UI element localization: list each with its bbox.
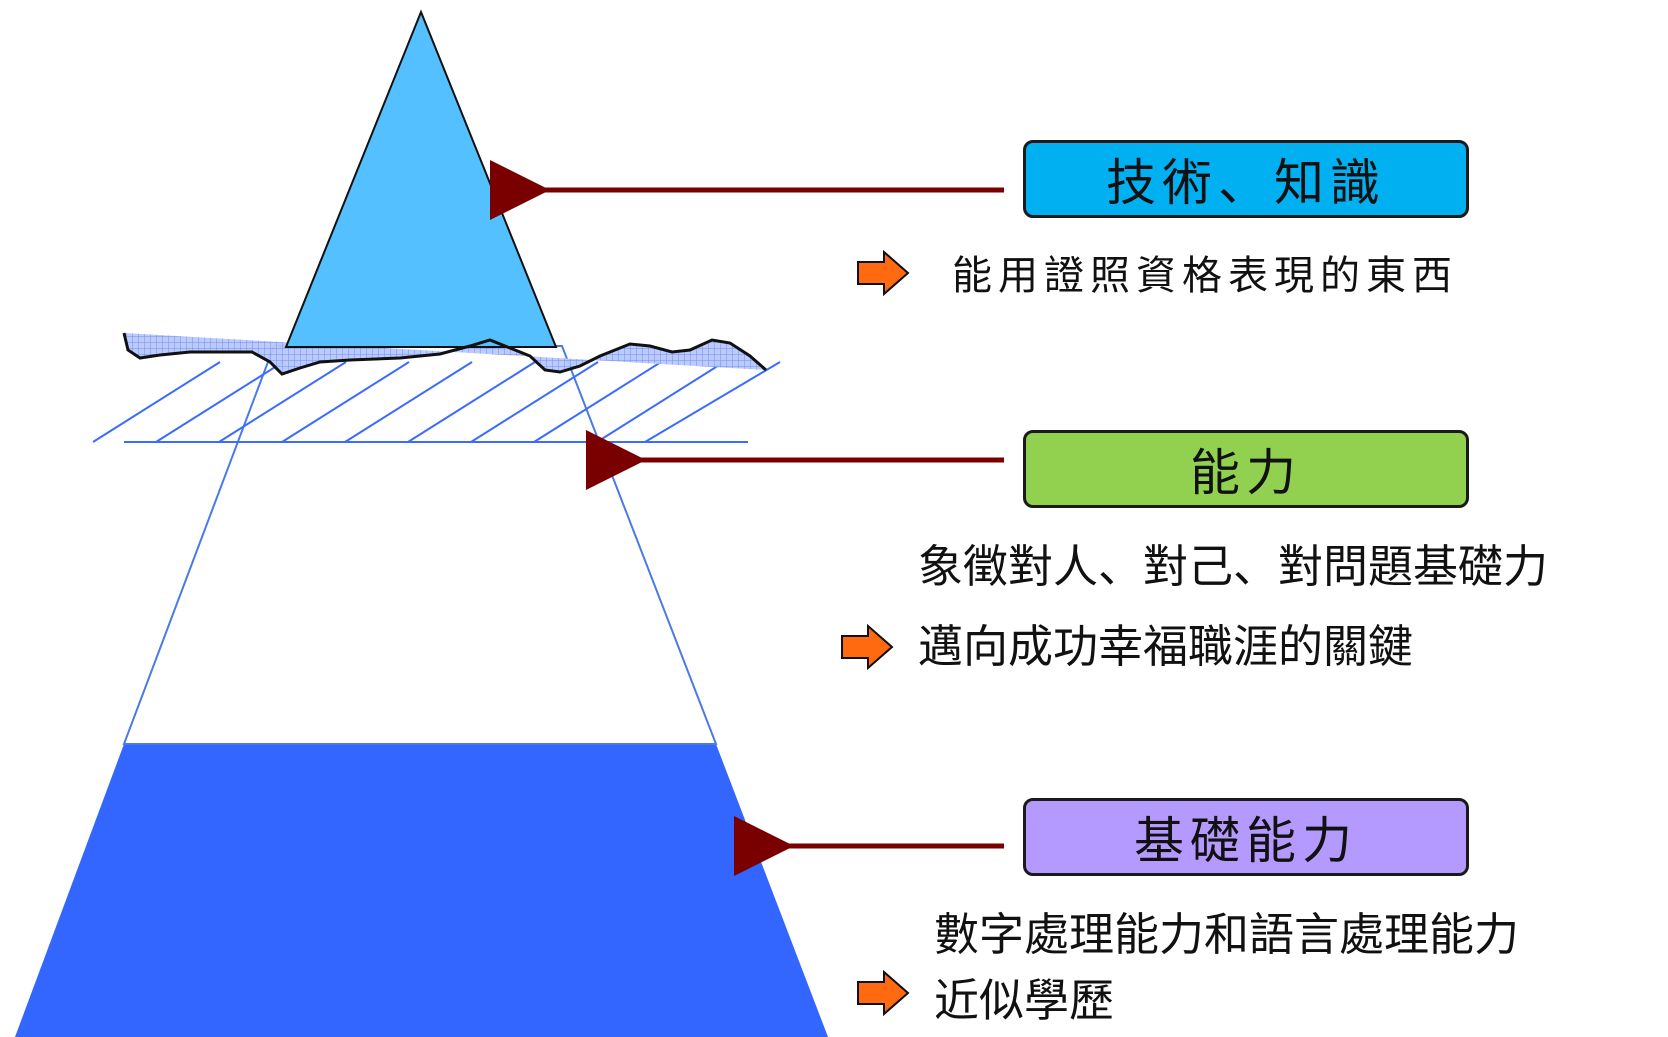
right-block-arrow-icon <box>857 250 910 296</box>
right-block-arrow-icon <box>841 624 894 670</box>
ability-title: 能力 <box>1190 444 1302 502</box>
skills-title: 技術、知識 <box>1106 154 1386 212</box>
pyramid-base-band <box>15 744 828 1037</box>
ability-desc-line-1: 象徵對人、對己、對問題基礎力 <box>918 540 1549 593</box>
pyramid-tip <box>284 9 558 348</box>
waterline-edge <box>122 332 767 376</box>
skills-desc-line-1: 能用證照資格表現的東西 <box>952 253 1458 299</box>
underwater-hatch <box>92 361 781 443</box>
basic-desc-line-2: 近似學歷 <box>934 974 1115 1027</box>
right-block-arrow-icon <box>857 970 910 1016</box>
ability-label-box: 能力 <box>1023 430 1469 508</box>
water-surface <box>124 333 766 374</box>
basic-label-box: 基礎能力 <box>1023 798 1469 876</box>
basic-desc-line-1: 數字處理能力和語言處理能力 <box>934 908 1520 961</box>
ability-desc-line-2: 邁向成功幸福職涯的關鍵 <box>918 620 1414 673</box>
basic-title: 基礎能力 <box>1134 812 1358 870</box>
skills-label-box: 技術、知識 <box>1023 140 1469 218</box>
